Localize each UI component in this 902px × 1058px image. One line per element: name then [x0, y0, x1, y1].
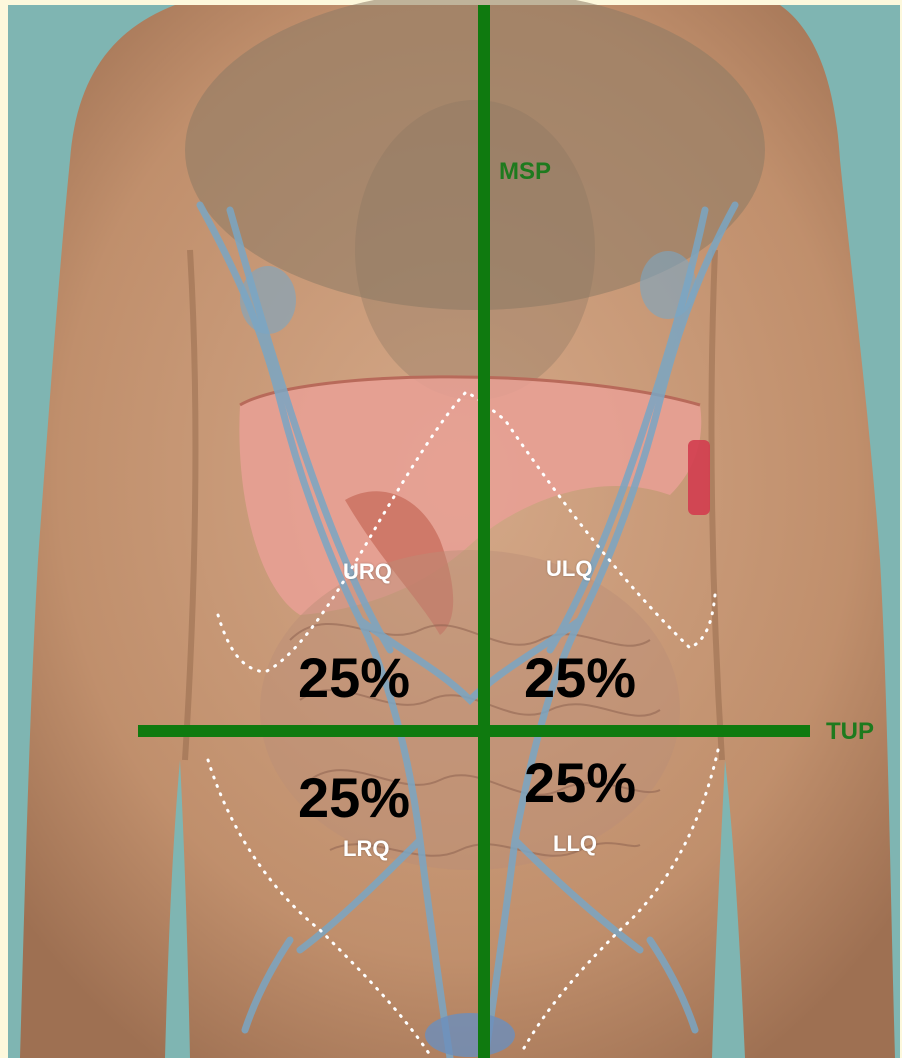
chest-hair-center — [355, 100, 595, 400]
lrq-percent: 25% — [298, 770, 410, 826]
axillary-node-right-side — [240, 266, 296, 334]
tup-label: TUP — [826, 720, 874, 744]
msp-label: MSP — [499, 160, 551, 184]
spleen-shape — [688, 440, 710, 515]
axillary-node-left-side — [640, 251, 696, 319]
lrq-label: LRQ — [343, 838, 389, 860]
urq-percent: 25% — [298, 650, 410, 706]
ulq-percent: 25% — [524, 650, 636, 706]
llq-percent: 25% — [524, 755, 636, 811]
urq-label: URQ — [343, 561, 392, 583]
inguinal-node-cluster — [425, 1013, 515, 1057]
ulq-label: ULQ — [546, 558, 592, 580]
llq-label: LLQ — [553, 833, 597, 855]
